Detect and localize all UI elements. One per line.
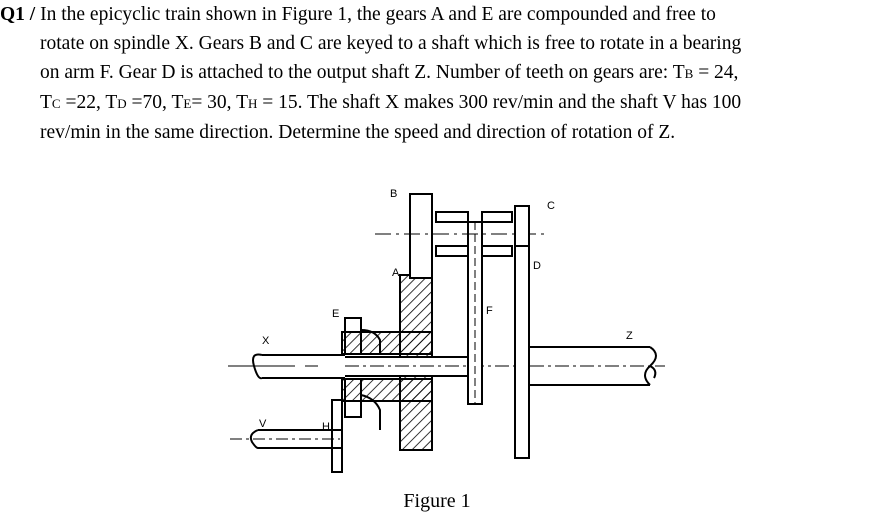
label-e: E (332, 308, 339, 320)
label-c: C (547, 200, 555, 212)
label-a: A (392, 267, 400, 279)
question-label: Q1 / (0, 4, 36, 25)
gear-h (331, 399, 343, 473)
shaft-v (230, 429, 342, 449)
label-z: Z (626, 330, 633, 342)
label-f: F (486, 305, 493, 317)
shaft-x (228, 353, 345, 380)
question-line-5: rev/min in the same direction. Determine… (40, 122, 676, 143)
planet-shaft (375, 211, 545, 257)
label-d: D (533, 260, 541, 272)
arm-f (467, 221, 483, 405)
gear-a (399, 193, 433, 451)
figure-caption: Figure 1 (403, 490, 471, 512)
gear-d (514, 245, 530, 459)
question-text: Q1 / In the epicyclic train shown in Fig… (0, 0, 868, 147)
question-line-4: TC =22, TD =70, TE= 30, TH = 15. The sha… (40, 92, 742, 113)
question-line-3: on arm F. Gear D is attached to the outp… (40, 62, 739, 83)
label-x: X (262, 335, 270, 347)
shaft-z (527, 346, 665, 386)
gear-c (514, 205, 530, 247)
label-v: V (259, 418, 267, 430)
question-line-1: Q1 / In the epicyclic train shown in Fig… (0, 4, 716, 25)
question-line-2: rotate on spindle X. Gears B and C are k… (40, 33, 742, 54)
label-b: B (390, 188, 397, 200)
label-h: H (322, 421, 330, 433)
